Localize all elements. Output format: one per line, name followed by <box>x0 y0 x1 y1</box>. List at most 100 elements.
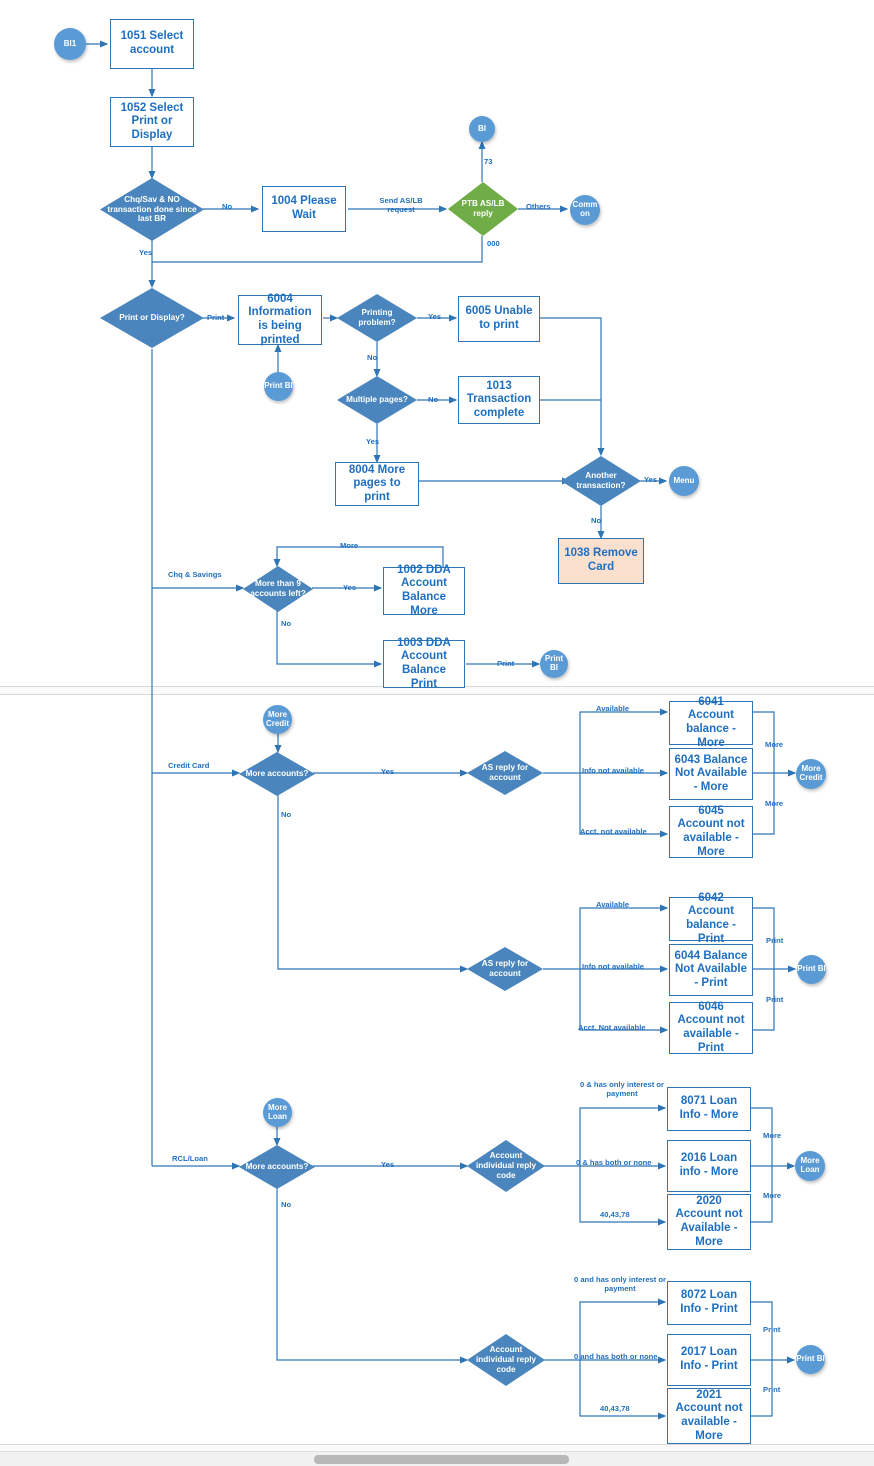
step-2020-label: 2020 Account not Available - More <box>675 1194 743 1248</box>
connector-common[interactable]: Comm on <box>570 195 600 225</box>
connector-more-credit-in[interactable]: More Credit <box>263 705 292 734</box>
decision-as-reply-for-account-more[interactable]: AS reply for account <box>467 751 543 795</box>
edge-label-print-return-1: Print <box>766 936 784 945</box>
step-2017-label: 2017 Loan Info - Print <box>680 1346 738 1372</box>
step-2021-account-not-available-more[interactable]: 2021 Account not available - More <box>667 1388 751 1444</box>
step-2020-account-not-available-more[interactable]: 2020 Account not Available - More <box>667 1194 751 1250</box>
step-6041-account-balance-more[interactable]: 6041 Account balance - More <box>669 696 753 749</box>
decision-more-than-9-accounts[interactable]: More than 9 accounts left? <box>243 566 313 612</box>
step-1052-select-print-or-display[interactable]: 1052 Select Print or Display <box>110 97 194 147</box>
edge-label-more-return-3: More <box>763 1131 782 1140</box>
edge-label-more-return-1: More <box>765 740 784 749</box>
edge-label-no-more9: No <box>281 619 292 628</box>
edge-label-code-zero-interest-print: 0 and has only interest or payment <box>574 1275 666 1294</box>
edge-label-code-404378-print: 40,43,78 <box>600 1404 630 1413</box>
edge-label-no-1: No <box>222 202 233 211</box>
connector-common-label: Comm on <box>572 200 598 218</box>
horizontal-scrollbar-track[interactable] <box>0 1451 874 1466</box>
edge-label-print-return-3: Print <box>763 1325 781 1334</box>
edge-label-print-1: Print <box>207 313 225 322</box>
edge-label-info-not-available-2: Info not available <box>582 962 645 971</box>
step-2016-label: 2016 Loan info - More <box>679 1152 739 1178</box>
connector-more-loan-out[interactable]: More Loan <box>795 1151 825 1181</box>
connector-print-bi-3[interactable]: Print BI <box>797 955 826 984</box>
edge-label-yes-credit: Yes <box>381 767 395 776</box>
edge-label-print-1003: Print <box>497 659 515 668</box>
step-6045-account-not-available-more[interactable]: 6045 Account not available - More <box>669 805 753 858</box>
step-8072-label: 8072 Loan Info - Print <box>680 1289 738 1315</box>
connector-more-credit-out[interactable]: More Credit <box>796 759 826 789</box>
decision-multiple-pages[interactable]: Multiple pages? <box>337 376 417 424</box>
horizontal-scrollbar-thumb[interactable] <box>314 1455 569 1464</box>
edge-label-code-404378-more: 40,43,78 <box>600 1210 630 1219</box>
decision-acct-code-print-label: Account individual reply code <box>475 1345 537 1374</box>
edge-label-print-return-2: Print <box>766 995 784 1004</box>
connector-menu-label: Menu <box>673 475 695 485</box>
decision-ptb-as-lb-reply[interactable]: PTB AS/LB reply <box>448 182 518 236</box>
connector-print-bi-4[interactable]: Print BI <box>796 1345 825 1374</box>
edge-label-code-zero-both-print: 0 and has both or none <box>574 1352 658 1361</box>
edge-label-code-zero-interest-more: 0 & has only interest or payment <box>580 1080 664 1099</box>
step-2017-loan-info-print[interactable]: 2017 Loan Info - Print <box>667 1334 751 1386</box>
step-6005-unable-to-print[interactable]: 6005 Unable to print <box>458 296 540 342</box>
connector-more-credit-in-label: More Credit <box>265 709 290 728</box>
step-8071-label: 8071 Loan Info - More <box>679 1095 739 1121</box>
edge-label-no-loan: No <box>281 1200 292 1209</box>
decision-print-or-display[interactable]: Print or Display? <box>100 288 204 348</box>
decision-as-reply-for-account-print[interactable]: AS reply for account <box>467 947 543 991</box>
step-6004-information-being-printed[interactable]: 6004 Information is being printed <box>238 292 322 346</box>
decision-printing-problem[interactable]: Printing problem? <box>337 294 417 342</box>
step-1038-label: 1038 Remove Card <box>564 547 638 573</box>
step-6043-balance-not-available-more[interactable]: 6043 Balance Not Available - More <box>669 748 753 800</box>
step-6042-account-balance-print[interactable]: 6042 Account balance - Print <box>669 892 753 945</box>
step-1051-select-account[interactable]: 1051 Select account <box>110 19 194 69</box>
decision-more-accounts-credit[interactable]: More accounts? <box>239 752 315 796</box>
edge-label-chq-savings: Chq & Savings <box>168 570 222 579</box>
connector-more-loan-in[interactable]: More Loan <box>263 1098 292 1127</box>
step-1038-remove-card[interactable]: 1038 Remove Card <box>558 538 644 584</box>
edge-label-73: 73 <box>484 157 493 166</box>
step-6005-label: 6005 Unable to print <box>465 305 533 331</box>
step-1003-label: 1003 DDA Account Balance Print <box>397 636 451 690</box>
step-6044-balance-not-available-print[interactable]: 6044 Balance Not Available - Print <box>669 944 753 996</box>
edge-label-yes-another: Yes <box>644 475 658 484</box>
decision-another-transaction[interactable]: Another transaction? <box>561 456 641 506</box>
step-1051-label: 1051 Select account <box>120 30 184 56</box>
decision-multiple-pages-label: Multiple pages? <box>346 395 408 405</box>
step-1004-please-wait[interactable]: 1004 Please Wait <box>262 186 346 232</box>
connector-bi[interactable]: BI <box>469 116 495 142</box>
step-6046-account-not-available-print[interactable]: 6046 Account not available - Print <box>669 1001 753 1054</box>
step-1002-dda-account-balance-more[interactable]: 1002 DDA Account Balance More <box>383 564 465 617</box>
connector-print-bi-1[interactable]: Print BI <box>264 372 293 401</box>
edge-label-print-return-4: Print <box>763 1385 781 1394</box>
step-2016-loan-info-more[interactable]: 2016 Loan info - More <box>667 1140 751 1192</box>
connector-bi-label: BI <box>478 123 486 133</box>
edge-label-no-another: No <box>591 516 602 525</box>
step-8004-more-pages-to-print[interactable]: 8004 More pages to print <box>335 462 419 506</box>
connector-more-loan-in-label: More Loan <box>267 1102 288 1121</box>
step-6004-label: 6004 Information is being printed <box>248 292 312 346</box>
connector-more-loan-out-label: More Loan <box>800 1156 820 1174</box>
decision-chq-sav-no-transaction[interactable]: Chq/Sav & NO transaction done since last… <box>100 178 204 241</box>
step-1003-dda-account-balance-print[interactable]: 1003 DDA Account Balance Print <box>383 636 465 690</box>
edge-label-no-multiple-pages: No <box>428 395 439 404</box>
step-8072-loan-info-print[interactable]: 8072 Loan Info - Print <box>667 1281 751 1325</box>
step-1004-label: 1004 Please Wait <box>271 195 337 221</box>
page-break-gap <box>0 686 874 694</box>
edge-label-more-return-2: More <box>765 799 784 808</box>
step-1013-transaction-complete[interactable]: 1013 Transaction complete <box>458 376 540 424</box>
edge-label-send-as-lb-request: Send AS/LB request <box>379 196 423 215</box>
decision-account-individual-reply-code-print[interactable]: Account individual reply code <box>467 1334 545 1386</box>
decision-as-reply-more-label: AS reply for account <box>481 763 529 782</box>
decision-account-individual-reply-code-more[interactable]: Account individual reply code <box>467 1140 545 1192</box>
connector-print-bi-2-label: Print BI <box>544 654 564 672</box>
connector-bi1[interactable]: BI1 <box>54 28 86 60</box>
decision-more-accounts-credit-label: More accounts? <box>245 769 309 779</box>
connector-print-bi-2[interactable]: Print BI <box>540 650 568 678</box>
step-1052-label: 1052 Select Print or Display <box>120 101 184 141</box>
decision-more-accounts-loan[interactable]: More accounts? <box>239 1145 315 1189</box>
connector-menu[interactable]: Menu <box>669 466 699 496</box>
step-8071-loan-info-more[interactable]: 8071 Loan Info - More <box>667 1087 751 1131</box>
step-6042-label: 6042 Account balance - Print <box>686 891 736 945</box>
